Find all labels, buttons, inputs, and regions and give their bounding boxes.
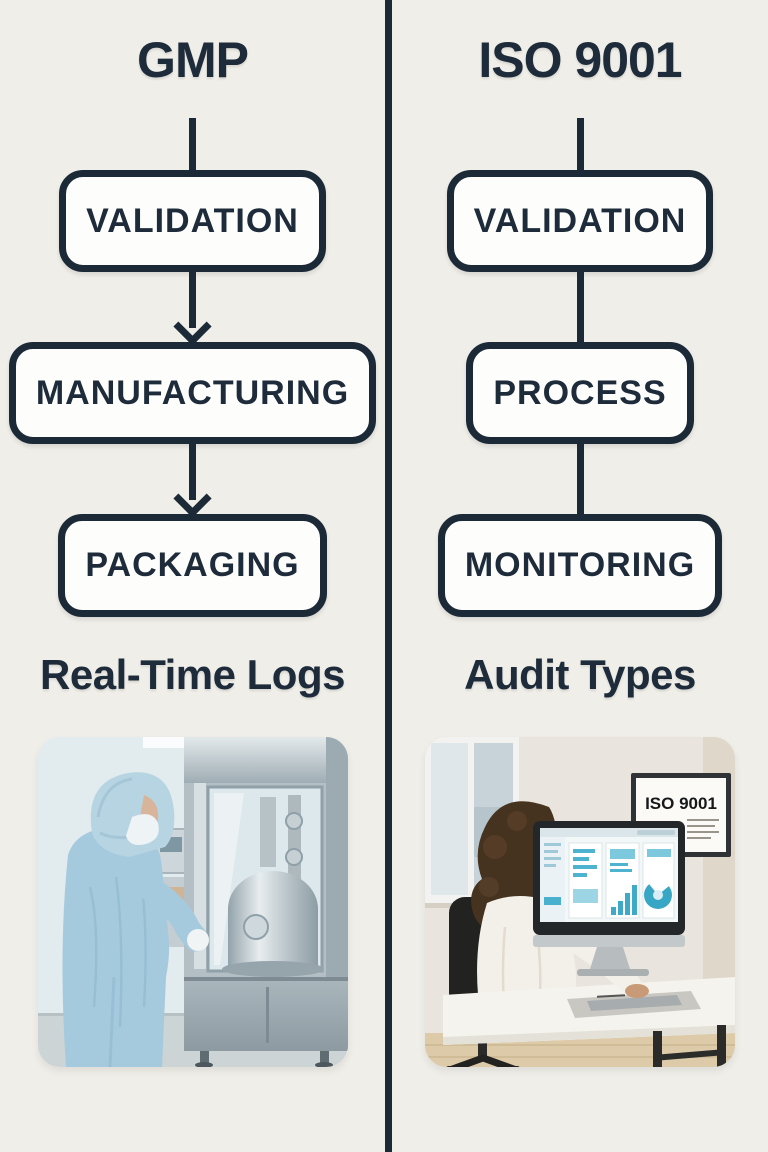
iso-sign-text: ISO 9001 [645,794,717,813]
gmp-column: GMP VALIDATION MANUFACTURING PACKAGING R… [8,32,377,1067]
coverall-body [61,826,169,1067]
hand [625,983,649,998]
connector-line [576,272,584,343]
gmp-title: GMP [137,32,249,88]
flow-box-manufacturing: MANUFACTURING [8,342,377,445]
connector-line [189,444,196,501]
cleanroom-photo [37,736,348,1067]
computer-monitor [533,820,685,976]
connector-line [576,118,584,170]
arrowhead-icon [173,307,212,346]
keyboard [587,994,682,1011]
operator-arm [129,870,208,952]
office-audit-photo-illustration: ISO 9001 [425,736,735,1067]
dashboard-area-chart [610,848,637,915]
stainless-machine [183,736,348,1067]
cleanroom-photo-illustration [37,736,348,1067]
flow-box-monitoring: MONITORING [437,514,723,617]
column-divider [385,0,392,1152]
real-time-logs-caption: Real-Time Logs [40,650,345,698]
iso9001-column: ISO 9001 VALIDATION PROCESS MONITORING A… [392,0,768,1152]
monitor-chin [533,934,685,947]
connector-line [189,272,196,329]
connector-line [189,118,196,170]
monitor-stand [590,946,630,969]
arrow-down-icon [173,444,212,518]
glove [186,928,209,951]
audit-types-caption: Audit Types [464,650,696,698]
flow-box-packaging: PACKAGING [58,514,327,617]
flow-box-validation-iso: VALIDATION [446,170,714,273]
cleanroom-operator [61,772,209,1067]
arrow-down-icon [173,272,212,346]
iso9001-title: ISO 9001 [478,32,682,88]
flow-box-validation: VALIDATION [59,170,326,273]
pen [596,994,626,998]
connector-line [576,444,584,515]
arrowhead-icon [173,479,212,518]
dashboard-bar-chart [573,848,598,903]
dashboard-pie-chart [644,848,672,909]
cleanroom-hood [90,772,174,857]
monitor-base [577,968,649,976]
office-audit-photo: ISO 9001 [425,736,735,1067]
face-mask [125,813,159,845]
steel-vessel [227,870,318,969]
flow-box-process: PROCESS [466,342,694,445]
dashboard-sidebar [540,836,565,922]
